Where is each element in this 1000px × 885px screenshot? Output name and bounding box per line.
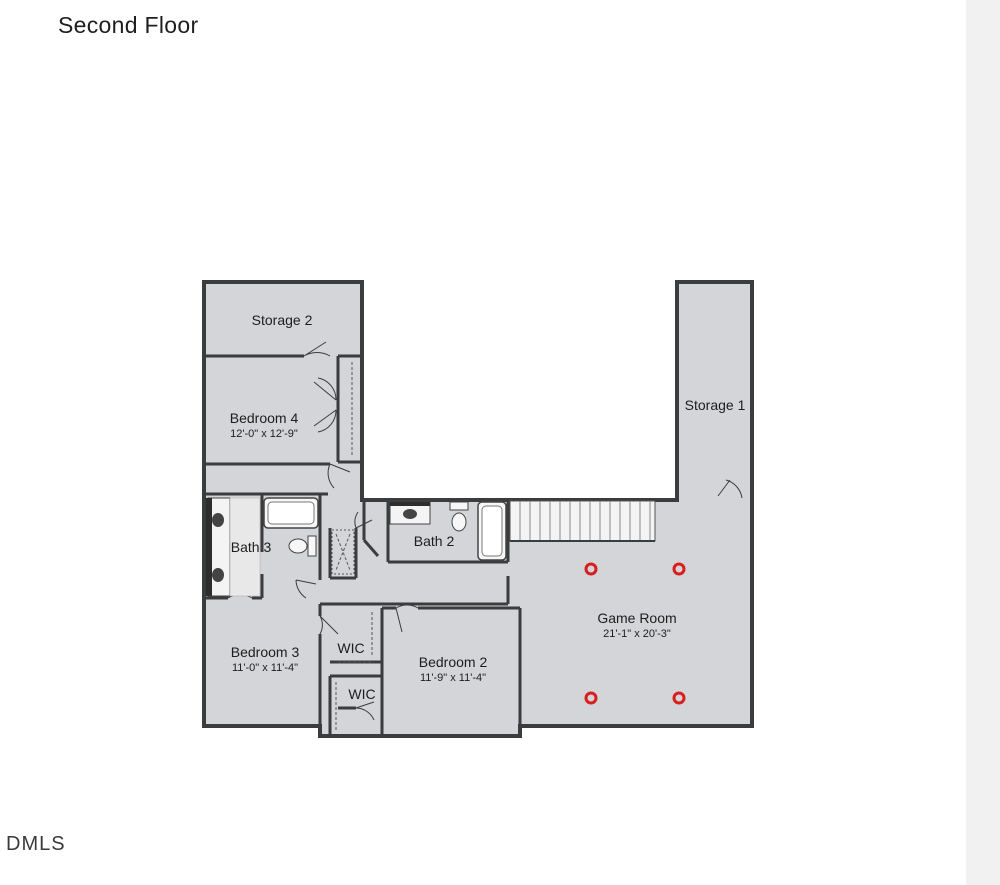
room-name-bedroom-2: Bedroom 2: [419, 654, 488, 670]
room-name-wic-2: WIC: [348, 686, 375, 702]
doors: [227, 341, 743, 721]
room-name-storage-1: Storage 1: [685, 397, 746, 413]
page-title: Second Floor: [58, 12, 199, 38]
light-fixture-icon: [584, 562, 598, 576]
staircase: [509, 500, 656, 542]
dmls-watermark: DMLS: [6, 833, 66, 855]
room-name-storage-2: Storage 2: [252, 312, 313, 328]
light-fixture-icon: [672, 691, 686, 705]
room-name-bedroom-4: Bedroom 4: [230, 410, 299, 426]
room-dims-bedroom-2: 11'-9" x 11'-4": [420, 672, 486, 684]
right-edge-strip: [966, 0, 1000, 885]
room-name-bedroom-3: Bedroom 3: [231, 644, 300, 660]
interior-walls: [204, 354, 522, 736]
bath-fixtures: [206, 497, 507, 597]
light-fixture-icon: [584, 691, 598, 705]
room-dims-game-room: 21'-1" x 20'-3": [603, 628, 671, 640]
room-name-bath-3: Bath 3: [231, 539, 272, 555]
room-name-game-room: Game Room: [597, 610, 676, 626]
recessed-lights: [584, 562, 686, 705]
room-name-bath-2: Bath 2: [414, 533, 455, 549]
light-fixture-icon: [672, 562, 686, 576]
room-dims-bedroom-4: 12'-0" x 12'-9": [230, 428, 298, 440]
room-dims-bedroom-3: 11'-0" x 11'-4": [232, 662, 298, 674]
room-name-wic-1: WIC: [337, 640, 364, 656]
closet-shelves: [331, 362, 374, 730]
windows: [240, 340, 700, 738]
room-labels: Storage 2 Bedroom 4 12'-0" x 12'-9" Stor…: [230, 312, 746, 702]
